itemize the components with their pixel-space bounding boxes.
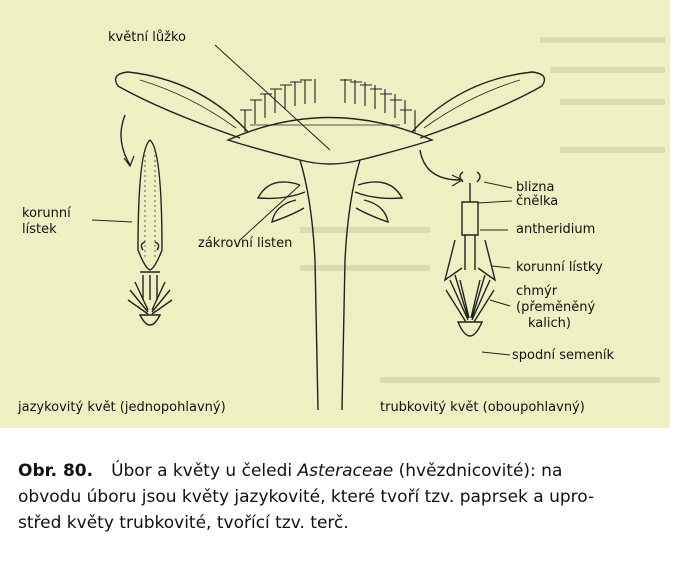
label-pappus-1: chmýr [516, 284, 558, 299]
caption-line-3: střed květy trubkovité, tvořící tzv. ter… [18, 513, 349, 533]
caption-number: Obr. 80. [18, 461, 94, 481]
ligulate-floret [137, 139, 163, 271]
ray-floret-left-attached [114, 71, 249, 139]
label-petal-left-2: lístek [22, 222, 57, 237]
caption-latin: Asteraceae [297, 461, 394, 481]
label-ovary: spodní semeník [512, 348, 615, 363]
ray-floret-right-attached [411, 71, 546, 139]
disc-florets [240, 79, 416, 132]
label-pappus-2: (přeměněný [516, 300, 596, 315]
label-pappus-3: kalich) [528, 316, 571, 331]
arrow-left [120, 114, 131, 166]
label-tubular: trubkovitý květ (oboupohlavný) [380, 400, 585, 415]
caption-text-1a: Úbor a květy u čeledi [111, 461, 298, 481]
background-texture [300, 37, 665, 383]
bract-right [354, 181, 404, 200]
caption-line-1: Obr. 80. Úbor a květy u čeledi Asteraceae… [18, 458, 664, 484]
label-stigma: blizna [516, 180, 555, 195]
tubular-floret [461, 201, 479, 236]
diagram-panel: květní lůžko korunní lístek zákrovní lis… [0, 0, 670, 428]
label-ligulate: jazykovitý květ (jednopohlavný) [18, 400, 226, 415]
figure-caption: Obr. 80. Úbor a květy u čeledi Asteraceae… [18, 458, 664, 536]
bract-left [256, 181, 306, 200]
caption-line-2: obvodu úboru jsou květy jazykovité, kter… [18, 487, 595, 507]
caption-text-1b: (hvězdnicovité): na [393, 461, 563, 481]
arrow-right [419, 149, 461, 181]
label-petal-left-1: korunní [22, 206, 71, 221]
diagram-drawing [0, 0, 670, 428]
panel-background [0, 0, 670, 428]
receptacle-shape [226, 116, 434, 165]
leader-lines [91, 44, 513, 356]
stem [299, 159, 361, 411]
label-antheridium: antheridium [516, 222, 596, 237]
label-receptacle: květní lůžko [108, 30, 186, 45]
label-petals-right: korunní lístky [516, 260, 603, 275]
label-style: čnělka [516, 194, 559, 209]
label-bract: zákrovní listen [198, 236, 293, 251]
